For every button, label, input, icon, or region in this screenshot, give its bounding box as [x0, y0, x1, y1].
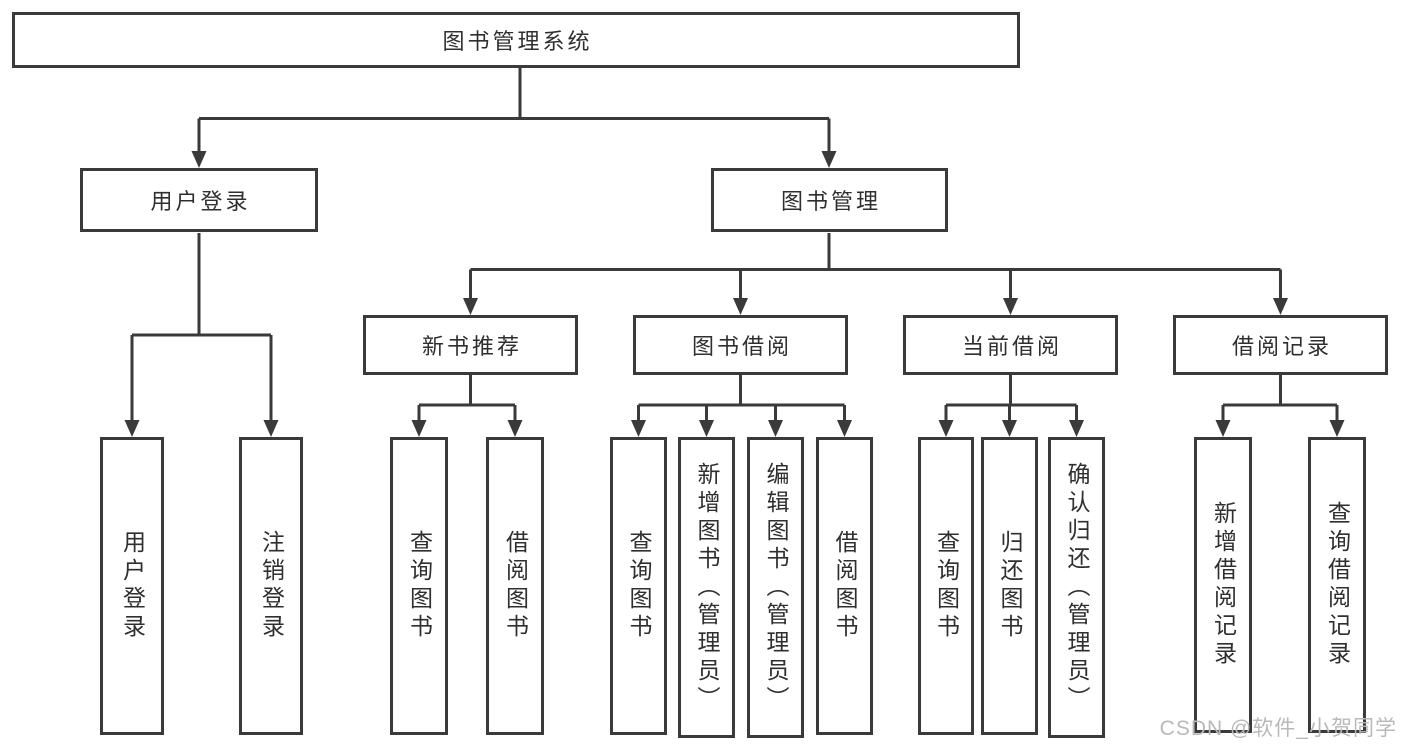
- node-leaf-query-borrow-record: 查询借阅记录: [1308, 437, 1366, 733]
- node-leaf-query-books-1: 查询图书: [390, 437, 448, 735]
- leaf-label: 确认归还（管理员）: [1064, 461, 1090, 714]
- leaf-label: 注销登录: [258, 530, 285, 642]
- leaf-label: 查询图书: [406, 530, 433, 642]
- leaf-label: 用户登录: [119, 530, 146, 642]
- node-leaf-confirm-return-admin: 确认归还（管理员）: [1048, 437, 1105, 738]
- leaf-label: 查询图书: [626, 530, 652, 642]
- node-leaf-user-login: 用户登录: [100, 437, 164, 735]
- leaf-label: 新增图书（管理员）: [694, 461, 720, 714]
- node-book-management: 图书管理: [711, 168, 948, 232]
- node-leaf-return-books: 归还图书: [981, 437, 1038, 735]
- watermark: CSDN @软件_小贺同学: [1159, 717, 1397, 740]
- node-leaf-add-books-admin: 新增图书（管理员）: [678, 437, 735, 738]
- node-new-book-recommend: 新书推荐: [363, 315, 578, 375]
- node-leaf-edit-books-admin: 编辑图书（管理员）: [747, 437, 804, 738]
- node-root: 图书管理系统: [12, 12, 1020, 68]
- node-user-login: 用户登录: [80, 168, 318, 232]
- node-current-borrow: 当前借阅: [903, 315, 1118, 375]
- node-leaf-add-borrow-record: 新增借阅记录: [1194, 437, 1252, 733]
- node-leaf-logout: 注销登录: [239, 437, 303, 735]
- node-borrow-records: 借阅记录: [1173, 315, 1388, 375]
- leaf-label: 新增借阅记录: [1210, 501, 1237, 669]
- connector-lines: [130, 66, 1339, 422]
- leaf-label: 编辑图书（管理员）: [763, 461, 789, 714]
- leaf-label: 查询借阅记录: [1324, 501, 1351, 669]
- leaf-label: 查询图书: [933, 530, 960, 642]
- arrowheads: [124, 151, 1345, 437]
- node-leaf-borrow-books-2: 借阅图书: [816, 437, 873, 735]
- leaf-label: 归还图书: [997, 530, 1023, 642]
- leaf-label: 借阅图书: [832, 530, 858, 642]
- node-leaf-query-books-2: 查询图书: [610, 437, 667, 735]
- node-leaf-borrow-books-1: 借阅图书: [486, 437, 544, 735]
- node-book-borrow: 图书借阅: [633, 315, 848, 375]
- leaf-label: 借阅图书: [502, 530, 529, 642]
- node-leaf-query-books-3: 查询图书: [918, 437, 974, 735]
